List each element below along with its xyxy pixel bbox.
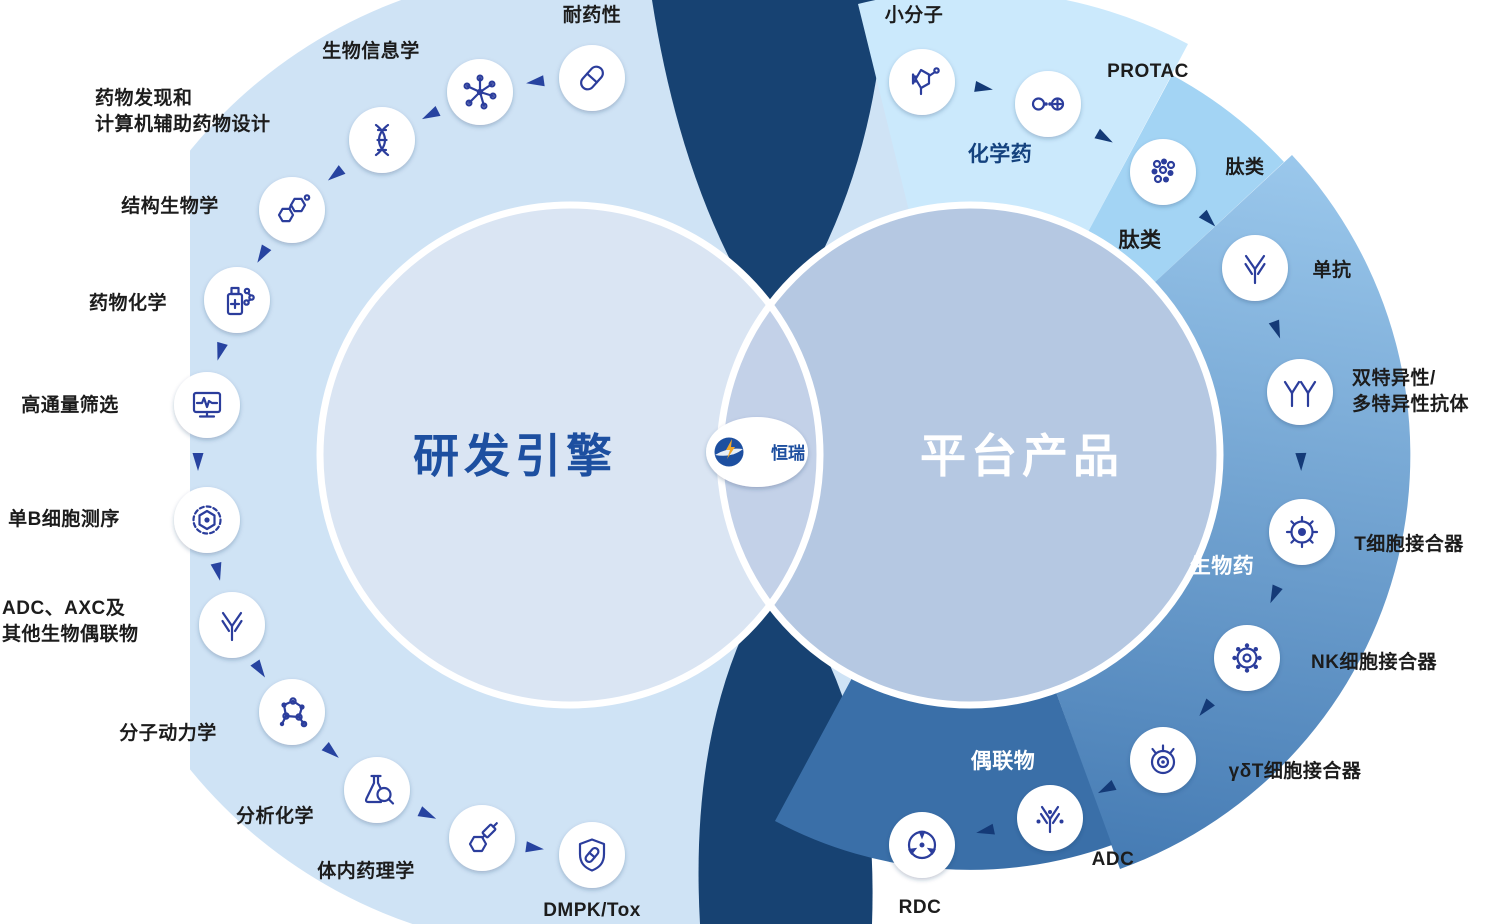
label-drug-discovery-cadd: 药物发现和 计算机辅助药物设计 (95, 88, 271, 135)
pill-icon (559, 45, 625, 111)
bispecific-antibody-icon (1267, 359, 1333, 425)
steroid-molecule-icon (259, 177, 325, 243)
left-ring-arrows (192, 75, 545, 853)
syringe-molecule-icon (449, 805, 515, 871)
label-peptides: 肽类 (1225, 157, 1265, 179)
hengrui-logo: 恒瑞 (706, 417, 808, 487)
label-nk-cell-engager: NK细胞接合器 (1311, 652, 1437, 674)
label-t-cell-engager: T细胞接合器 (1354, 534, 1464, 556)
right-circle-title: 平台产品 (920, 430, 1124, 482)
segment-biologics (1056, 155, 1411, 869)
label-gamma-delta-t-cell-engager: γδT细胞接合器 (1228, 761, 1362, 783)
left-ring-icons (174, 45, 625, 888)
label-segment-chemical-drugs: 化学药 (967, 142, 1033, 166)
label-structural-biology: 结构生物学 (121, 196, 219, 218)
venn-left-circle (320, 205, 820, 705)
small-molecule-icon (889, 49, 955, 115)
label-drug-resistance: 耐药性 (562, 5, 622, 27)
screening-monitor-icon (174, 372, 240, 438)
label-segment-conjugates: 偶联物 (970, 749, 1036, 773)
label-bispecific-multispecific: 双特异性/ 多特异性抗体 (1352, 368, 1470, 415)
t-cell-icon (1269, 499, 1335, 565)
label-single-b-cell-sequencing: 单B细胞测序 (8, 509, 120, 531)
label-rdc: RDC (898, 897, 942, 919)
shield-pill-icon (559, 822, 625, 888)
cell-sequencing-icon (174, 487, 240, 553)
hengrui-logo-text: 恒瑞 (771, 443, 805, 463)
label-segment-peptides: 肽类 (1118, 228, 1162, 252)
label-molecular-dynamics: 分子动力学 (119, 723, 217, 745)
peptide-cluster-icon (1130, 139, 1196, 205)
label-adc-axc-bioconjugates: ADC、AXC及 其他生物偶联物 (2, 598, 139, 645)
antibody-icon (199, 592, 265, 658)
label-bioinformatics: 生物信息学 (322, 41, 420, 63)
label-high-throughput-screening: 高通量筛选 (21, 395, 119, 417)
label-medicinal-chemistry: 药物化学 (88, 293, 168, 315)
monoclonal-antibody-icon (1222, 235, 1288, 301)
radiation-icon (889, 812, 955, 878)
protac-linker-icon (1015, 71, 1081, 137)
label-dmpk-tox: DMPK/Tox (543, 900, 641, 922)
flask-analysis-icon (344, 757, 410, 823)
medicine-bottle-icon (204, 267, 270, 333)
label-segment-biologics: 生物药 (1189, 554, 1255, 578)
label-monoclonal-antibody: 单抗 (1312, 260, 1352, 282)
network-icon (447, 59, 513, 125)
label-adc: ADC (1091, 849, 1135, 871)
right-ring-icons (889, 49, 1335, 878)
label-in-vivo-pharmacology: 体内药理学 (317, 861, 415, 883)
dna-icon (349, 107, 415, 173)
right-ring-arrows (974, 81, 1307, 835)
label-analytical-chemistry: 分析化学 (235, 806, 315, 828)
nk-cell-icon (1214, 625, 1280, 691)
label-protac: PROTAC (1107, 61, 1189, 83)
backdrop-top-wedge (652, 0, 885, 334)
adc-antibody-icon (1017, 785, 1083, 851)
gamma-delta-t-cell-icon (1130, 727, 1196, 793)
molecule-icon (259, 679, 325, 745)
venn-right-circle (720, 205, 1220, 705)
hengrui-logo-mark (714, 437, 744, 467)
left-circle-title: 研发引擎 (413, 430, 617, 482)
label-small-molecule: 小分子 (884, 5, 944, 27)
